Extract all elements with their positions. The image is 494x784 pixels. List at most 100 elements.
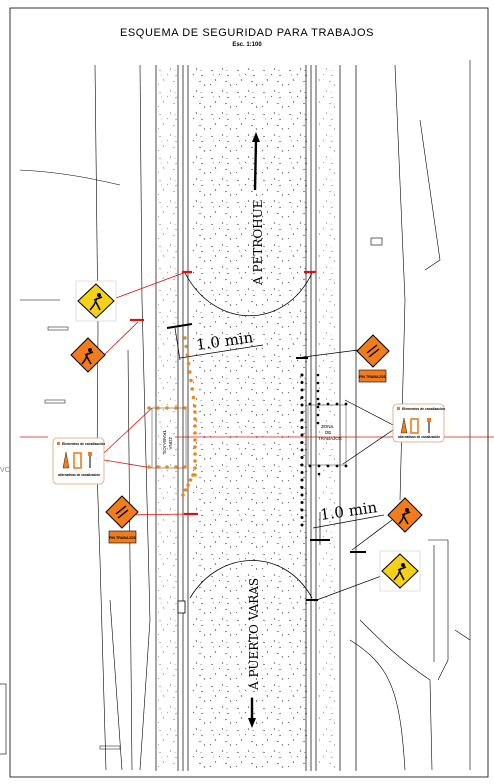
- traffic-delineators-right: [300, 373, 348, 527]
- delineator-post: [300, 396, 304, 399]
- delineator-post: [300, 478, 304, 482]
- delineator-post: [316, 381, 320, 385]
- delineator-post: [300, 471, 304, 474]
- end-works-sign-right: [356, 334, 390, 383]
- terrain-box: [370, 237, 383, 246]
- work-zone-left-line-2: ZONA: [168, 437, 173, 450]
- traffic-cone: [174, 406, 178, 410]
- traffic-cone: [193, 424, 197, 428]
- traffic-cone: [191, 395, 196, 400]
- traffic-cone: [186, 483, 190, 487]
- end-works-plate-left-text: FIN TRABAJOS: [109, 536, 136, 540]
- traffic-cone: [185, 353, 190, 357]
- traffic-cone: [193, 417, 197, 421]
- work-zone-right-line-1: ZONA: [321, 424, 334, 429]
- delineator-post: [300, 463, 304, 467]
- traffic-cone: [193, 459, 197, 463]
- delineator-post: [300, 441, 304, 444]
- channelization-legend-left: [52, 437, 105, 485]
- delineator-post: [308, 402, 312, 406]
- traffic-cone: [189, 378, 193, 383]
- terrain-bar-left-2: [44, 399, 66, 404]
- delineator-post: [308, 464, 312, 468]
- work-zone-right-label: ZONA DE TRABAJOS: [318, 424, 342, 441]
- shoulder-right-speckle: [318, 65, 340, 771]
- traffic-cones-left: [147, 336, 197, 497]
- delineator-post: [300, 448, 304, 452]
- traffic-cone: [183, 406, 187, 410]
- legend-right-heading: Elementos de canalización: [402, 407, 445, 411]
- traffic-cone: [165, 406, 169, 410]
- traffic-cone: [147, 406, 151, 410]
- delineator-post: [317, 464, 321, 468]
- delineator-post: [344, 464, 348, 468]
- legend-box-fragment: [0, 683, 7, 755]
- traffic-cone: [193, 410, 197, 414]
- terrain-bar-left: [47, 326, 69, 331]
- worker-sign-orange-left: [70, 337, 106, 373]
- worker-sign-yellow-left: [75, 280, 117, 322]
- bottom-arc: [189, 560, 313, 599]
- direction-label-south: A PUERTO VARAS: [247, 578, 261, 691]
- delineator-post: [300, 426, 304, 429]
- delineator-post: [317, 472, 321, 476]
- dimension-line-bottom: [312, 512, 385, 545]
- legend-right-footer: alternativas de canalización: [398, 435, 440, 439]
- end-works-plate-right-text: FIN TRABAJOS: [359, 375, 386, 379]
- traffic-cone: [156, 406, 160, 410]
- traffic-cone: [193, 431, 197, 435]
- work-zone-right-line-2: DE: [325, 430, 331, 435]
- road-surface-speckle: [190, 65, 308, 771]
- delineator-post: [316, 373, 320, 377]
- traffic-cone: [193, 438, 197, 442]
- drawing-title: ESQUEMA DE SEGURIDAD PARA TRABAJOS: [119, 27, 375, 39]
- drawing-scale: Esc. 1:100: [232, 42, 262, 48]
- delineator-post: [300, 508, 304, 512]
- work-zone-left: [151, 407, 187, 469]
- legend-left-footer: alternativas de canalización: [58, 473, 100, 477]
- traffic-cone: [188, 478, 193, 482]
- delineator-post: [300, 501, 304, 504]
- delineator-post: [344, 402, 348, 406]
- terrain-lines-left: [19, 64, 151, 771]
- delineator-post: [300, 403, 304, 407]
- traffic-cone: [165, 465, 169, 469]
- delineator-post: [300, 486, 304, 489]
- top-arc: [184, 272, 313, 316]
- delineator-post: [316, 421, 320, 425]
- delineator-post: [317, 402, 321, 406]
- traffic-cone: [183, 488, 188, 492]
- delineator-post: [300, 381, 304, 384]
- traffic-cone: [147, 465, 151, 469]
- drawing-frame: [9, 7, 489, 778]
- sign-leader-lines-black: [295, 349, 394, 602]
- traffic-cone: [192, 404, 197, 408]
- traffic-cone: [190, 387, 194, 391]
- traffic-cone: [193, 452, 197, 456]
- road-edge-lines: [155, 65, 357, 771]
- worker-sign-yellow-right: [379, 550, 421, 592]
- traffic-cone: [186, 361, 191, 366]
- side-mark: VC: [0, 467, 10, 474]
- traffic-cone: [191, 473, 195, 477]
- traffic-cone: [181, 493, 185, 497]
- shoulder-left-speckle: [158, 65, 178, 771]
- traffic-cone: [156, 465, 160, 469]
- channelization-legend-right: [392, 403, 445, 443]
- delineator-post: [326, 464, 330, 468]
- terrain-bar-bottom: [99, 745, 121, 750]
- worker-sign-orange-right: [387, 497, 423, 533]
- delineator-post: [316, 389, 320, 393]
- delineator-post: [316, 413, 320, 417]
- delineator-post: [300, 388, 304, 392]
- delineator-post: [335, 464, 339, 468]
- delineator-post: [300, 433, 304, 437]
- traffic-cone: [188, 370, 192, 374]
- work-zone-right: [307, 404, 347, 466]
- delineator-post: [335, 402, 339, 406]
- delineator-post: [316, 397, 320, 401]
- delineator-post: [300, 493, 304, 497]
- delineator-post: [300, 418, 304, 422]
- delineator-post: [300, 523, 304, 527]
